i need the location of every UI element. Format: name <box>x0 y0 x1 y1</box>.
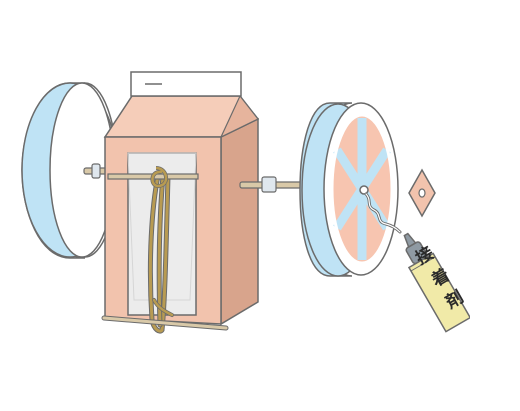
bottom-straw <box>101 315 229 331</box>
glue-drip <box>364 192 402 234</box>
milk-carton-body <box>103 71 260 326</box>
right-wheel <box>299 102 399 277</box>
glue-tube: 接 着 剤 <box>403 230 520 333</box>
glue-tube-overlay-clip <box>470 230 520 330</box>
axle-through-carton <box>107 166 199 189</box>
left-wheel <box>21 82 119 259</box>
diamond-washer <box>408 168 436 218</box>
rubber-string <box>147 173 174 334</box>
right-axle <box>239 176 303 193</box>
